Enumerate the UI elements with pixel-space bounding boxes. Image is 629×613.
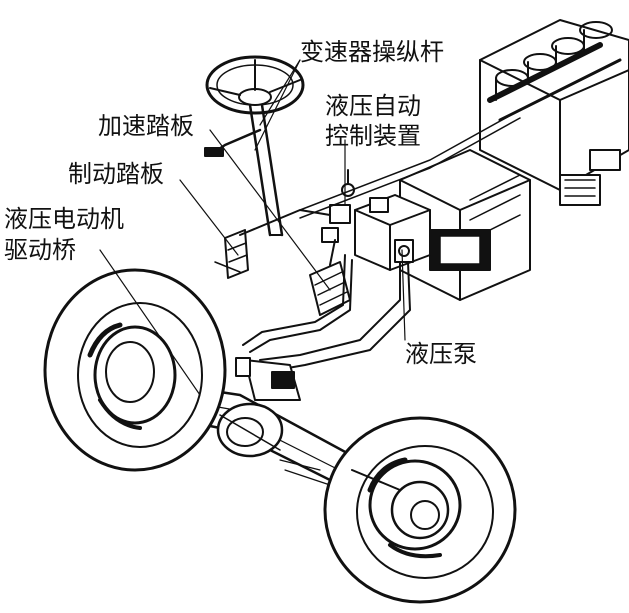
label-accel-pedal: 加速踏板	[98, 112, 194, 140]
label-hydraulic-motor-line2: 驱动桥	[4, 236, 76, 264]
label-brake-pedal: 制动踏板	[68, 160, 164, 188]
left-wheel	[43, 268, 227, 472]
right-wheel	[323, 416, 517, 604]
transmission-housing	[399, 149, 531, 301]
engine-block	[479, 19, 629, 206]
leader-accel-pedal	[209, 129, 331, 291]
hydraulic-pump-body	[394, 239, 414, 263]
hydraulic-motor	[235, 357, 301, 401]
steering-wheel	[205, 55, 305, 237]
label-hydraulic-pump: 液压泵	[405, 340, 477, 368]
label-shift-lever: 变速器操纵杆	[300, 38, 444, 66]
leader-hydraulic-pump	[401, 249, 406, 341]
shift-lever	[204, 59, 301, 157]
label-hydraulic-control-line2: 控制装置	[325, 122, 421, 150]
leader-shift-lever	[254, 59, 301, 151]
leader-brake-pedal	[179, 179, 239, 256]
leader-hydraulic-motor	[99, 249, 201, 396]
label-hydraulic-motor-line1: 液压电动机	[4, 205, 124, 233]
label-hydraulic-control-line1: 液压自动	[325, 92, 421, 120]
leader-lines	[99, 59, 406, 396]
